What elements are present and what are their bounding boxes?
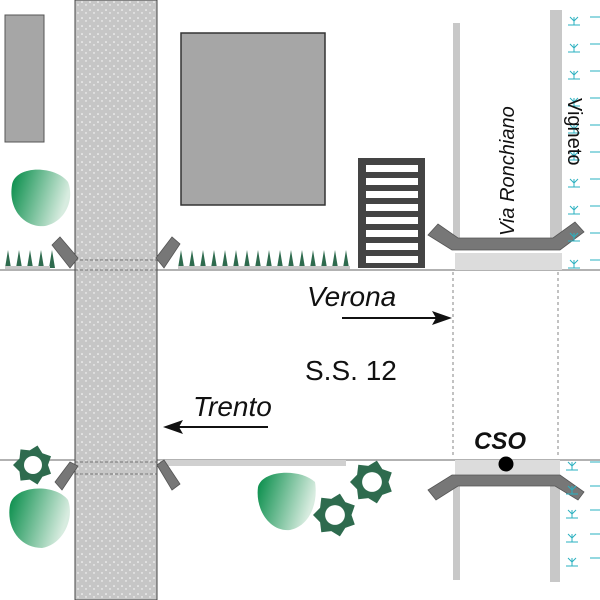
shrub-icon (13, 445, 392, 537)
railway-curbs (51, 236, 181, 491)
arrow-to-verona-icon (342, 311, 452, 325)
cso-point-icon (498, 456, 514, 472)
label-cso: CSO (474, 428, 526, 455)
via-ronchiano-street (427, 10, 585, 582)
sidewalk-south (160, 460, 346, 466)
tree-icon (9, 169, 316, 548)
label-vineyard: Vigneto (563, 98, 585, 165)
label-trento: Trento (193, 391, 272, 422)
label-via-ronchiano: Via Ronchiano (497, 106, 519, 236)
vineyard-area (566, 16, 600, 567)
railway (74, 0, 158, 600)
railway-crossing-lines (75, 259, 157, 475)
label-road: S.S. 12 (305, 355, 397, 386)
building-small (4, 14, 45, 143)
label-verona: Verona (307, 281, 396, 312)
crosswalk (358, 158, 425, 268)
building-large (180, 32, 326, 206)
arrow-to-trento-icon (163, 420, 268, 434)
hedge-icon (5, 250, 350, 269)
